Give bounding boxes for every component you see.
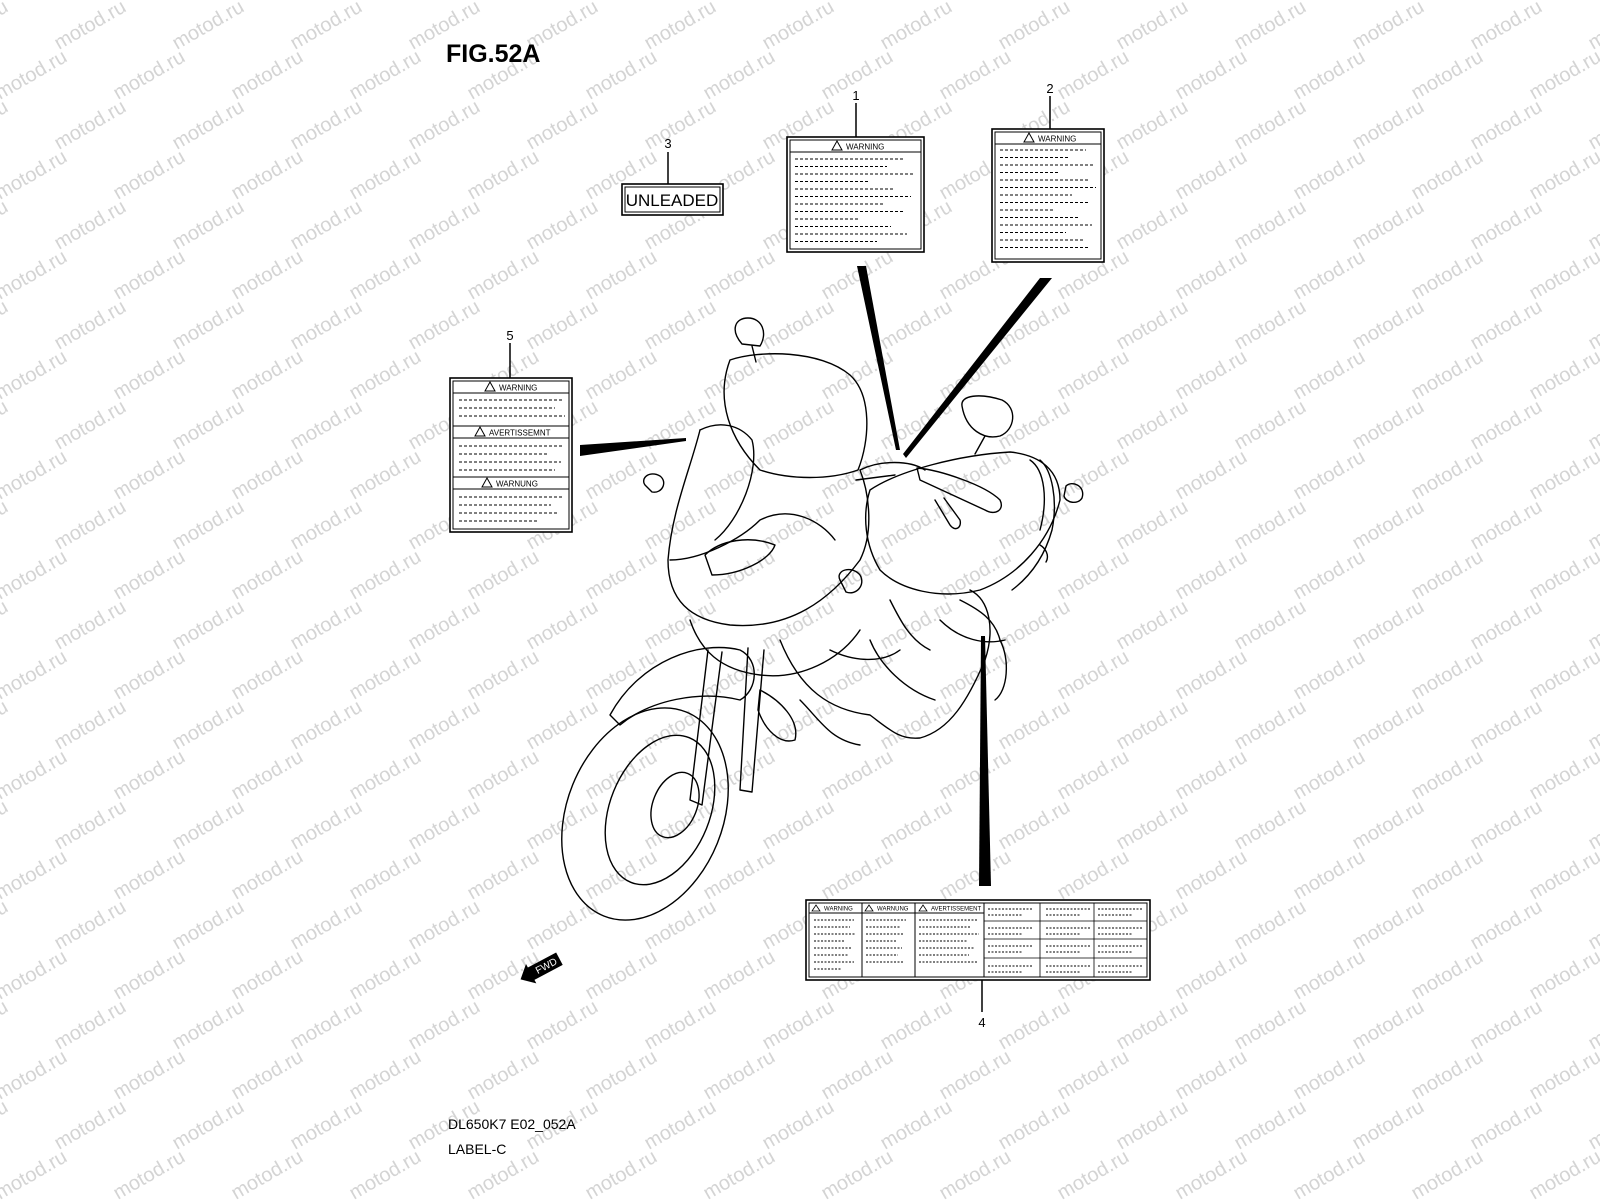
label-5-text-lines <box>459 399 565 522</box>
label-warning-1: WARNING <box>786 136 925 253</box>
motorcycle-drawing <box>561 317 1084 921</box>
footer-drawing-code: DL650K7 E02_052A <box>448 1116 576 1132</box>
leader-wedge-5 <box>580 438 686 456</box>
unleaded-text: UNLEADED <box>626 191 719 210</box>
label-5-heading-warning: WARNING <box>499 384 537 393</box>
label-warning-2: WARNING <box>991 128 1105 263</box>
label-4-heading-warnung: WARNUNG <box>877 907 909 913</box>
leader-wedge-2 <box>903 278 1052 458</box>
label-4-heading-avertissement: AVERTISSEMENT <box>931 907 981 913</box>
footer-section-label: LABEL-C <box>448 1141 507 1157</box>
label-2-heading: WARNING <box>1038 135 1076 144</box>
label-warning-5: WARNING AVERTISSEMNT WARNUNG <box>449 377 573 533</box>
figure-title: FIG.52A <box>446 40 541 68</box>
leader-wedge-1 <box>857 266 900 450</box>
label-4-text-lines <box>814 908 1142 973</box>
label-4-heading-warning: WARNING <box>824 907 853 913</box>
label-1-text-lines <box>795 158 913 242</box>
label-2-text-lines <box>1000 149 1096 248</box>
callout-number-1: 1 <box>852 88 859 103</box>
fwd-arrow-icon: FWD <box>520 952 563 984</box>
callout-number-2: 2 <box>1046 81 1053 96</box>
label-5-heading-warnung: WARNUNG <box>496 480 538 489</box>
label-5-heading-avertissement: AVERTISSEMNT <box>489 429 551 438</box>
leader-wedge-4 <box>979 636 991 886</box>
label-unleaded: UNLEADED <box>621 183 724 216</box>
label-combination-4: WARNING WARNUNG AVERTISSEMENT <box>805 899 1151 981</box>
label-1-heading: WARNING <box>846 143 884 152</box>
callout-number-5: 5 <box>506 328 513 343</box>
callout-number-3: 3 <box>664 136 671 151</box>
callout-number-4: 4 <box>978 1015 985 1030</box>
fwd-text: FWD <box>534 956 559 976</box>
